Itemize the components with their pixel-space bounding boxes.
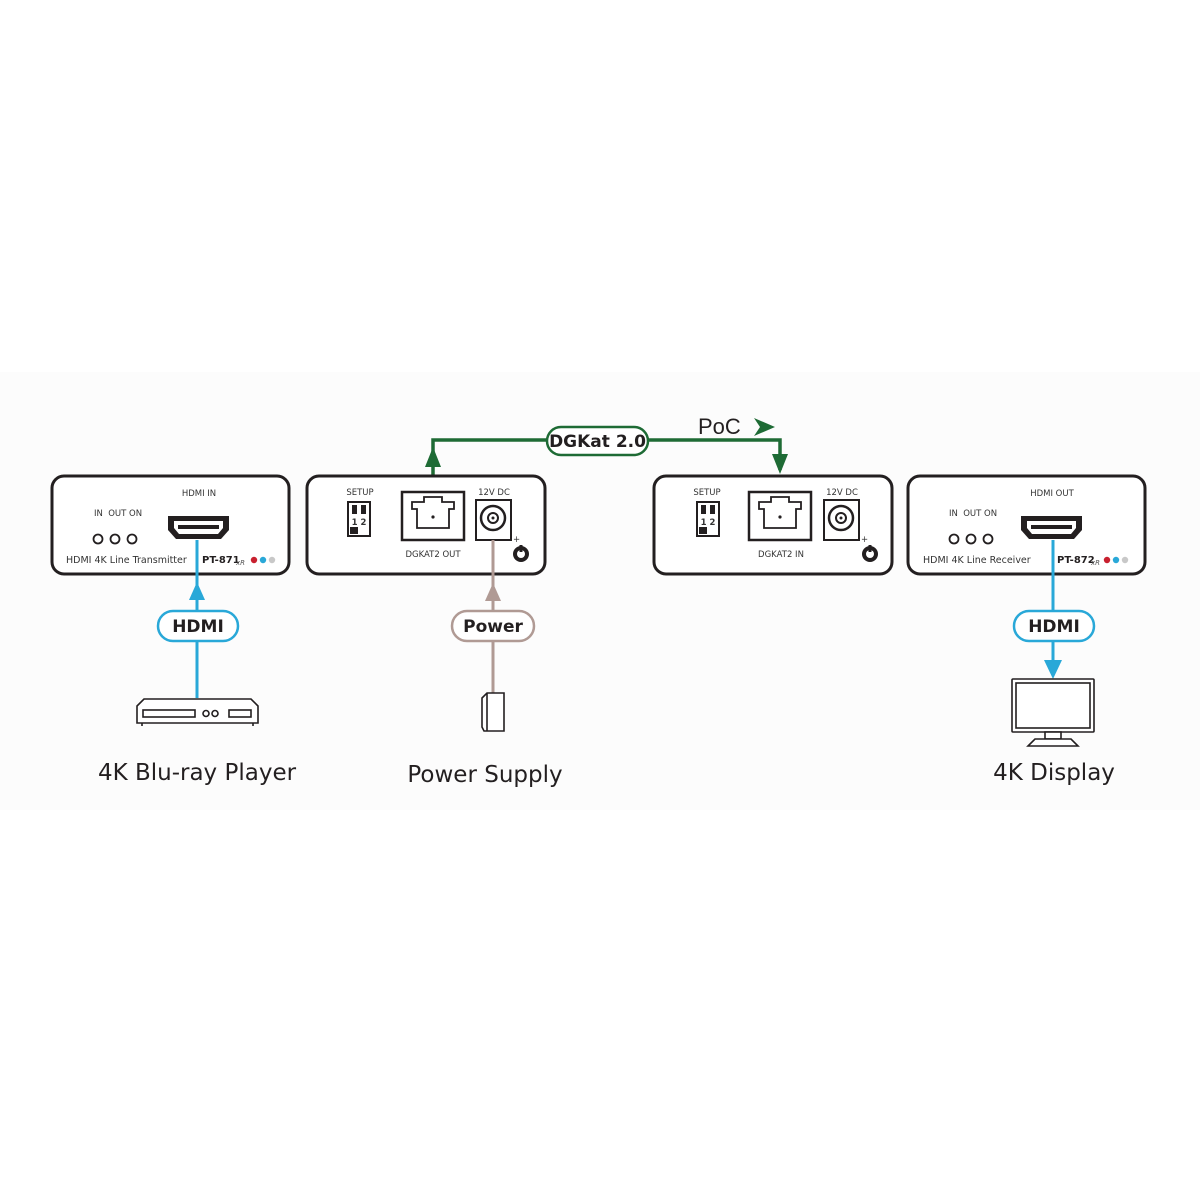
dip-switch-icon xyxy=(347,501,371,537)
setup-label: SETUP xyxy=(346,488,373,498)
bluray-player-caption: 4K Blu-ray Player xyxy=(98,760,297,786)
rj45-out-label: DGKAT2 OUT xyxy=(405,550,461,560)
hdmi-out-port-icon xyxy=(1021,516,1082,539)
poc-direction-arrow-icon xyxy=(754,418,775,436)
dgkat-up-arrow-icon xyxy=(425,447,441,467)
dip-switch-numbers: 1 2 xyxy=(352,518,367,528)
power-arrow-icon xyxy=(485,583,501,601)
status-dot-gray xyxy=(268,556,276,564)
dgkat-link: DGKat 2.0 PoC xyxy=(425,414,788,490)
status-dot-blue xyxy=(259,556,267,564)
transmitter-model-suffix: xR xyxy=(235,559,245,567)
transmitter-led-labels: IN OUT ON xyxy=(94,509,142,519)
dc-power-jack-icon xyxy=(823,499,860,541)
display-monitor-icon xyxy=(1011,678,1095,747)
dip-switch-icon xyxy=(696,501,720,537)
hdmi-output-label: HDMI xyxy=(1028,617,1080,637)
receiver-port-label: HDMI OUT xyxy=(1030,489,1074,499)
led-out-indicator xyxy=(965,533,977,545)
rj45-dgkat-in-port-icon xyxy=(747,490,813,542)
receiver-model: PT-872 xyxy=(1057,555,1095,566)
transmitter-front-panel: HDMI IN IN OUT ON HDMI 4K Line Transmitt… xyxy=(50,474,291,576)
power-pill xyxy=(450,609,536,643)
led-in-indicator xyxy=(92,533,104,545)
dgkat-label: DGKat 2.0 xyxy=(549,432,646,452)
transmitter-port-label: HDMI IN xyxy=(182,489,216,499)
dgkat-down-arrow-icon xyxy=(772,454,788,474)
bluray-player-icon xyxy=(136,698,259,726)
receiver-front-panel: HDMI OUT IN OUT ON HDMI 4K Line Receiver… xyxy=(906,474,1147,576)
setup-label: SETUP xyxy=(693,488,720,498)
status-dot-red xyxy=(250,556,258,564)
led-on-indicator xyxy=(126,533,138,545)
transmitter-description: HDMI 4K Line Transmitter xyxy=(66,555,187,566)
power-link: Power xyxy=(450,540,536,693)
transmitter-rear-panel: SETUP 1 2 DGKAT2 OUT 12V DC + xyxy=(305,474,547,576)
status-dot-blue xyxy=(1112,556,1120,564)
hdmi-input-pill xyxy=(156,609,240,643)
led-out-indicator xyxy=(109,533,121,545)
status-dot-red xyxy=(1103,556,1111,564)
led-in-indicator xyxy=(948,533,960,545)
hdmi-input-arrow-icon xyxy=(189,582,205,600)
dc-label: 12V DC xyxy=(478,488,510,498)
hdmi-input-link: HDMI xyxy=(156,540,240,698)
display-caption: 4K Display xyxy=(993,760,1115,786)
plus-sign: + xyxy=(861,535,868,545)
led-on-indicator xyxy=(982,533,994,545)
hdmi-output-pill xyxy=(1012,609,1096,643)
power-supply-caption: Power Supply xyxy=(407,762,562,788)
receiver-description: HDMI 4K Line Receiver xyxy=(923,555,1031,566)
dip-switch-numbers: 1 2 xyxy=(701,518,716,528)
status-dot-gray xyxy=(1121,556,1129,564)
dc-power-jack-icon xyxy=(475,499,512,541)
dc-label: 12V DC xyxy=(826,488,858,498)
poc-label: PoC xyxy=(698,414,741,439)
hdmi-output-link: HDMI xyxy=(1012,540,1096,679)
ground-screw-icon xyxy=(513,545,529,562)
dgkat-pill xyxy=(545,425,650,457)
receiver-model-suffix: xR xyxy=(1090,559,1100,567)
ground-screw-icon xyxy=(862,545,878,562)
receiver-led-labels: IN OUT ON xyxy=(949,509,997,519)
hdmi-input-label: HDMI xyxy=(172,617,224,637)
rj45-dgkat-out-port-icon xyxy=(400,490,466,542)
rj45-in-label: DGKAT2 IN xyxy=(758,550,804,560)
power-label: Power xyxy=(463,617,523,637)
hdmi-output-arrow-icon xyxy=(1044,660,1062,679)
hdmi-in-port-icon xyxy=(168,516,229,539)
power-supply-icon xyxy=(481,692,505,732)
transmitter-model: PT-871 xyxy=(202,555,240,566)
receiver-rear-panel: SETUP 1 2 DGKAT2 IN 12V DC + xyxy=(652,474,894,576)
plus-sign: + xyxy=(513,535,520,545)
